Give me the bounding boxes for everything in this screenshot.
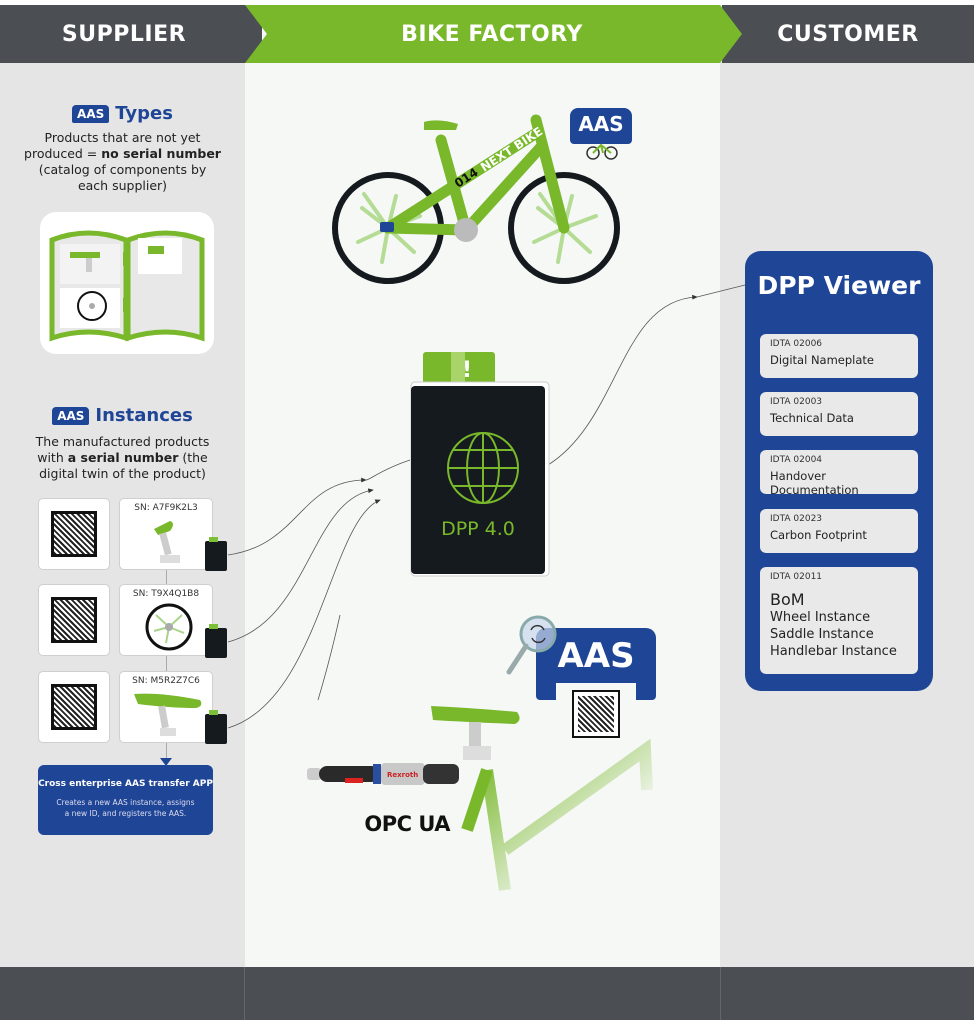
bom-line: Saddle Instance — [770, 627, 874, 642]
aas-badge: AAS — [52, 406, 90, 425]
mini-bike-icon — [586, 143, 618, 160]
viewer-item-name: Carbon Footprint — [770, 528, 867, 542]
wheel-icon — [145, 603, 193, 651]
types-desc-line: produced = no serial number — [0, 146, 245, 162]
header-factory-label: BIKE FACTORY — [401, 21, 583, 47]
header-factory: BIKE FACTORY — [262, 5, 722, 63]
down-arrow-icon — [160, 758, 172, 766]
instance-card: SN: A7F9K2L3 — [119, 498, 213, 570]
qr-code — [51, 684, 97, 730]
serial-number: SN: A7F9K2L3 — [134, 503, 198, 513]
dpp-book-label: DPP 4.0 — [441, 518, 515, 540]
opc-ua-logo-text: OPC UA — [364, 812, 450, 836]
viewer-item-bom[interactable]: IDTA 02011 BoM Wheel Instance Saddle Ins… — [760, 567, 918, 674]
instances-description: The manufactured products with a serial … — [0, 434, 245, 482]
instance-card: SN: T9X4Q1B8 — [119, 584, 213, 656]
header-supplier: SUPPLIER — [0, 5, 262, 63]
bike-aas-label: AAS — [578, 112, 624, 136]
types-desc-text: produced = — [24, 146, 102, 161]
instances-desc-text: (the — [178, 450, 208, 465]
viewer-item-id: IDTA 02004 — [770, 455, 823, 465]
instances-desc-bold: a serial number — [67, 450, 179, 465]
mini-dpp-icon — [205, 537, 227, 571]
instances-desc-line: with a serial number (the — [0, 450, 245, 466]
types-section: AAS Types Products that are not yet produ… — [0, 103, 245, 194]
header-factory-arrow — [245, 5, 742, 63]
bike-illustration: 014 NEXT BIKE — [332, 114, 620, 284]
opc-ua-logo: OPC UA — [332, 812, 450, 836]
bom-line: Handlebar Instance — [770, 644, 897, 659]
mini-dpp-icon — [205, 624, 227, 658]
bookmark-exclamation: ! — [461, 358, 473, 383]
catalog-book-illustration — [40, 212, 214, 354]
magnifier-icon[interactable] — [503, 612, 559, 678]
viewer-item-id: IDTA 02011 — [770, 572, 823, 582]
transfer-app-box[interactable]: Cross enterprise AAS transfer APP Create… — [38, 765, 213, 835]
handlebar-icon — [154, 521, 180, 563]
instances-section: AAS Instances The manufactured products w… — [0, 405, 245, 482]
factory-aas-label: AAS — [557, 636, 635, 676]
globe-icon — [447, 432, 519, 504]
instances-desc-text: with — [37, 450, 68, 465]
bom-title: BoM — [770, 590, 805, 609]
transfer-app-desc: Creates a new AAS instance, assigns a ne… — [38, 797, 213, 819]
serial-number: SN: M5R2Z7C6 — [132, 676, 200, 686]
rexroth-screwdriver: Rexroth — [307, 763, 459, 785]
viewer-item-id: IDTA 02006 — [770, 339, 823, 349]
transfer-app-title: Cross enterprise AAS transfer APP — [38, 779, 213, 789]
instance-connector-line — [166, 570, 167, 760]
aas-badge: AAS — [72, 104, 110, 123]
serial-number: SN: T9X4Q1B8 — [132, 589, 200, 599]
viewer-item-name: Digital Nameplate — [770, 353, 875, 367]
viewer-item-id: IDTA 02003 — [770, 397, 823, 407]
types-title: Types — [115, 103, 173, 124]
qr-code — [578, 696, 614, 732]
viewer-item-name: Technical Data — [770, 411, 854, 425]
types-desc-bold: no serial number — [101, 146, 221, 161]
tool-brand: Rexroth — [387, 771, 418, 779]
transfer-app-desc-line: Creates a new AAS instance, assigns — [56, 798, 195, 807]
instance-card: SN: M5R2Z7C6 — [119, 671, 213, 743]
types-desc-line: each supplier) — [77, 178, 168, 193]
viewer-item-id: IDTA 02023 — [770, 514, 823, 524]
factory-qr-code — [572, 690, 620, 738]
instances-desc-line: digital twin of the product) — [39, 466, 206, 481]
qr-code-card — [38, 671, 110, 743]
types-desc-line: (catalog of components by — [38, 162, 207, 177]
qr-code-card — [38, 498, 110, 570]
bike-aas-badge: AAS — [570, 108, 632, 144]
saddle-icon — [134, 693, 202, 736]
bike-frame-partial — [431, 706, 653, 891]
types-desc-line: Products that are not yet — [44, 130, 201, 145]
bom-line: Wheel Instance — [770, 610, 871, 625]
qr-code-card — [38, 584, 110, 656]
dpp-viewer-title: DPP Viewer — [757, 271, 921, 300]
types-description: Products that are not yet produced = no … — [0, 130, 245, 194]
footer-divider — [244, 967, 245, 1020]
instances-desc-line: The manufactured products — [35, 434, 210, 449]
transfer-app-desc-line: a new ID, and registers the AAS. — [64, 809, 187, 818]
qr-code — [51, 511, 97, 557]
qr-code — [51, 597, 97, 643]
footer-bar — [0, 967, 974, 1020]
footer-divider — [720, 967, 721, 1020]
header-customer: CUSTOMER — [722, 5, 974, 63]
header-customer-label: CUSTOMER — [777, 21, 919, 47]
instances-title: Instances — [95, 405, 193, 426]
viewer-item-name: Handover Documentation — [770, 469, 859, 497]
dpp-book[interactable] — [405, 350, 553, 580]
mini-dpp-icon — [205, 710, 227, 744]
header-supplier-label: SUPPLIER — [61, 21, 187, 47]
